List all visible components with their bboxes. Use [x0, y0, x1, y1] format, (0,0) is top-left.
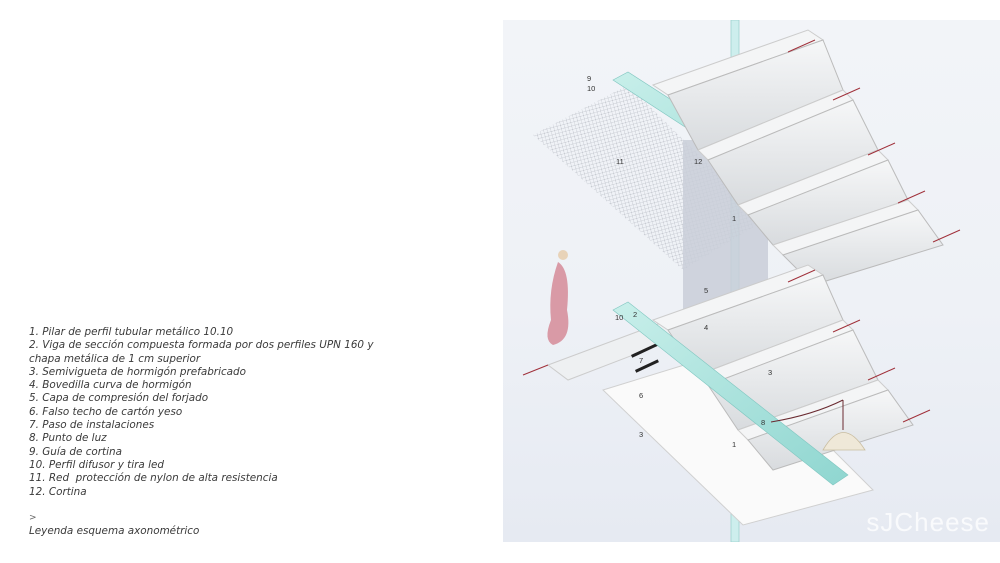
legend-spacer — [29, 499, 409, 512]
label-10-top: 10 — [587, 84, 596, 93]
diagram-drawing — [522, 20, 961, 542]
legend-item-1: 1. Pilar de perfil tubular metálico 10.1… — [29, 326, 234, 338]
label-3-right: 3 — [768, 368, 773, 377]
label-8: 8 — [761, 418, 766, 427]
label-12: 12 — [694, 157, 703, 166]
label-4: 4 — [704, 323, 709, 332]
legend-item-6: 6. Falso techo de cartón yeso — [29, 405, 183, 418]
legend-item-5: 5. Capa de compresión del forjado — [29, 392, 209, 405]
label-1-top: 1 — [732, 214, 737, 223]
label-6: 6 — [639, 391, 644, 400]
caret-icon: > — [29, 512, 37, 523]
legend-item-3: 3. Semivigueta de hormigón prefabricado — [29, 365, 246, 378]
axonometric-diagram: 9 10 11 12 1 5 2 10 4 7 3 6 8 3 1 sJChee… — [503, 20, 1000, 542]
legend-item-7: 7. Paso de instalaciones — [29, 419, 155, 432]
legend: 1. Pilar de perfil tubular metálico 10.1… — [29, 326, 409, 538]
woman-figure — [547, 250, 569, 345]
legend-item-4: 4. Bovedilla curva de hormigón — [29, 379, 192, 392]
label-3-left: 3 — [639, 430, 644, 439]
legend-caption: Leyenda esquema axonométrico — [29, 525, 200, 538]
label-1-bottom: 1 — [732, 440, 737, 449]
label-5: 5 — [704, 286, 709, 295]
legend-item-12: 12. Cortina — [29, 485, 87, 498]
label-7: 7 — [639, 356, 644, 365]
legend-item-11: 11. Red protección de nylon de alta resi… — [29, 472, 278, 485]
label-9: 9 — [587, 74, 592, 83]
label-10-bottom: 10 — [615, 313, 624, 322]
label-11: 11 — [616, 157, 624, 166]
lower-beam — [612, 301, 849, 486]
pendant-lamp — [770, 399, 866, 451]
legend-item-2: 2. Viga de sección compuesta formada por… — [29, 339, 374, 365]
legend-item-8: 8. Punto de luz — [29, 432, 107, 445]
label-2: 2 — [633, 310, 638, 319]
legend-item-9: 9. Guía de cortina — [29, 445, 122, 458]
legend-item-10: 10. Perfil difusor y tira led — [29, 458, 164, 471]
watermark: sJCheese — [866, 507, 990, 537]
